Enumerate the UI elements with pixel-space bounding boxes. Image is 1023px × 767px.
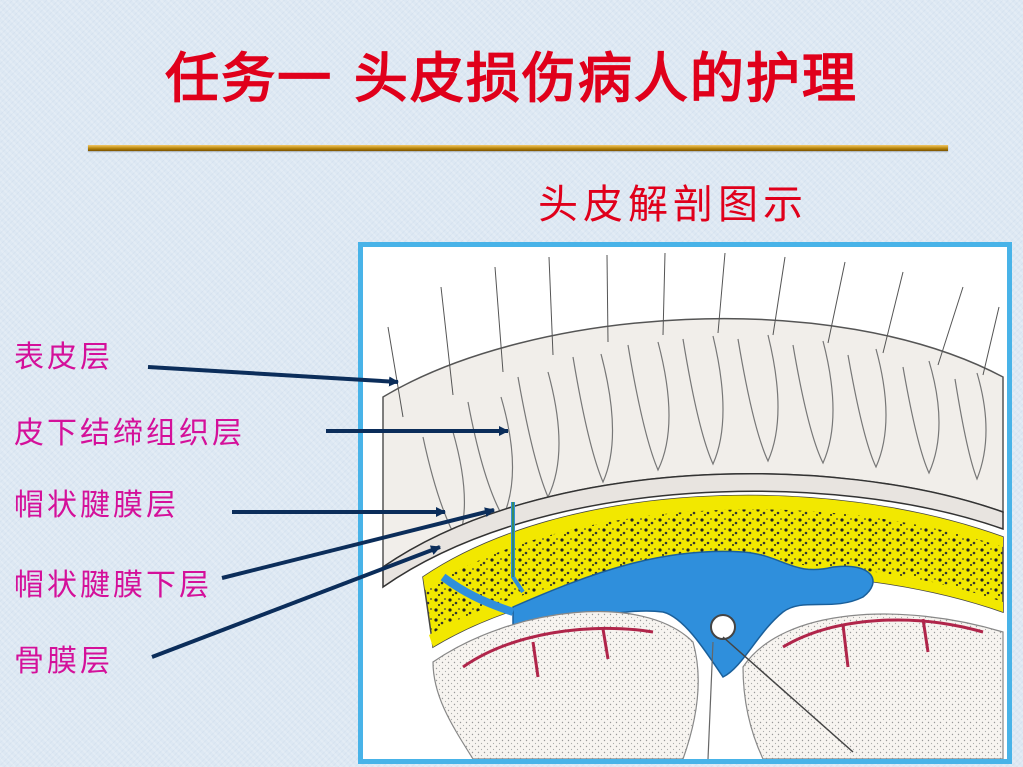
venous-sinus <box>512 550 874 678</box>
cortical-vessels <box>462 618 984 678</box>
title-divider <box>88 145 948 151</box>
slide-title: 任务一 头皮损伤病人的护理 <box>165 47 858 110</box>
anatomy-figure <box>358 242 1012 764</box>
label-galea: 帽状腱膜层 <box>14 488 179 523</box>
label-subcutaneous: 皮下结缔组织层 <box>14 416 245 451</box>
label-epidermis: 表皮层 <box>14 340 113 375</box>
brain-right <box>742 613 1004 759</box>
galea-layer <box>382 473 1004 589</box>
label-subgaleal: 帽状腱膜下层 <box>14 568 212 603</box>
figure-caption: 头皮解剖图示 <box>538 182 808 228</box>
sinus-node <box>710 614 736 640</box>
label-periosteum: 骨膜层 <box>14 644 113 679</box>
